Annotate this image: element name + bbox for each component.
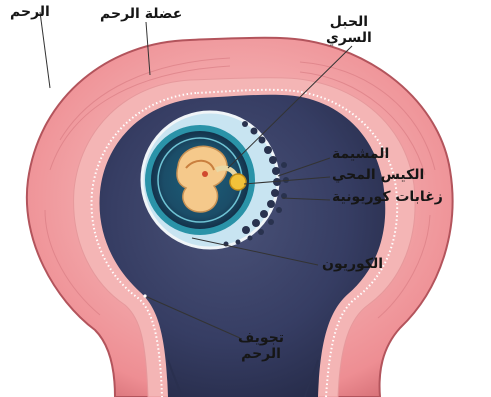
label-uterine-muscle: عضلة الرحم	[100, 6, 182, 22]
yolk-sac	[230, 174, 246, 190]
label-chorion: الكوريون	[322, 256, 383, 272]
label-uterine-cavity-line1: تجويف	[238, 330, 284, 346]
label-chorionic-villi: زغابات كوريونية	[332, 189, 443, 205]
label-uterine-cavity-line2: الرحم	[238, 346, 284, 362]
label-umbilical-cord-line1: الحبل	[326, 14, 372, 30]
label-uterus: الرحم	[10, 4, 50, 20]
label-yolk-sac: الكيس المحي	[332, 167, 424, 183]
label-placenta: المشيمة	[332, 146, 389, 162]
label-umbilical-cord-line2: السري	[326, 30, 372, 46]
label-umbilical-cord: الحبل السري	[326, 14, 372, 46]
label-uterine-cavity: تجويف الرحم	[238, 330, 284, 362]
